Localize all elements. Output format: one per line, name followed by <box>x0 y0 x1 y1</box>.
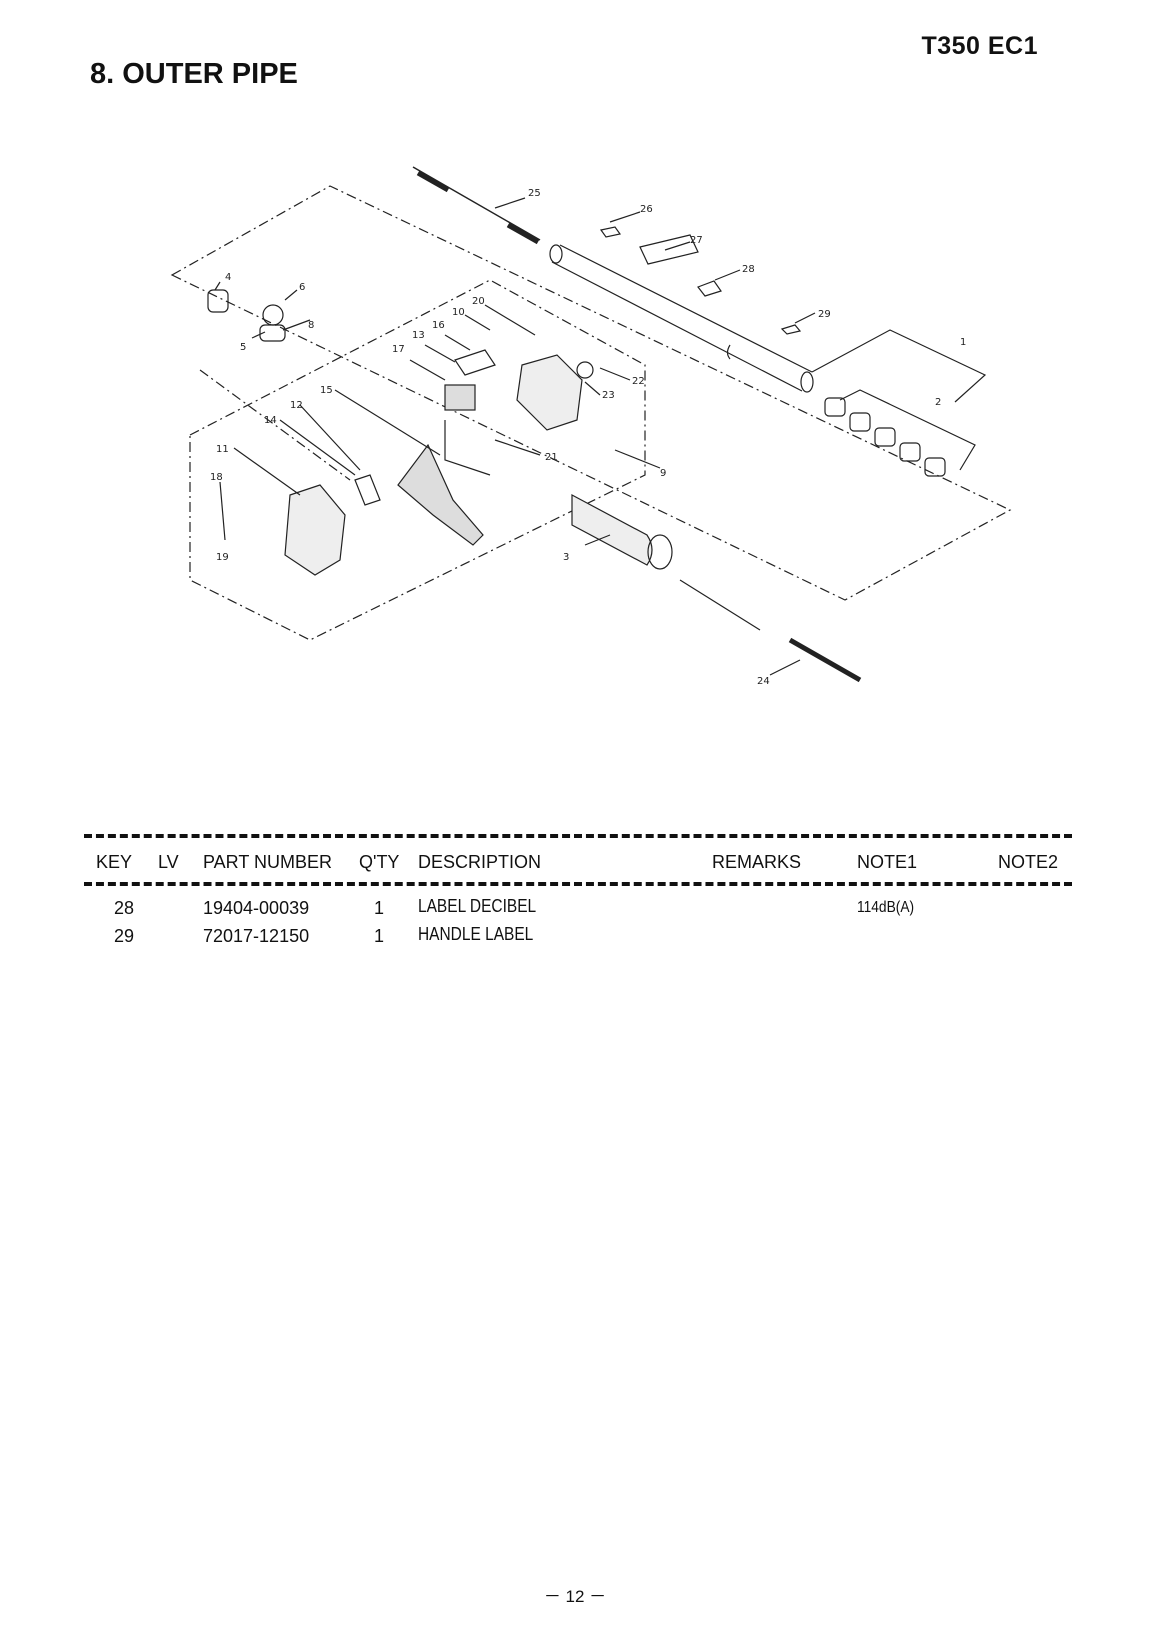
callout: 11 <box>216 444 229 455</box>
callout: 13 <box>412 330 425 341</box>
callout: 4 <box>225 272 231 283</box>
col-description: DESCRIPTION <box>418 852 542 872</box>
callout: 24 <box>757 676 770 687</box>
col-qty: Q'TY <box>359 852 400 872</box>
callout: 17 <box>392 344 405 355</box>
col-lv: LV <box>158 852 179 872</box>
callout: 5 <box>240 342 246 353</box>
callout: 9 <box>660 468 666 479</box>
cell-description: HANDLE LABEL <box>418 924 534 944</box>
frame-outer <box>170 185 1012 601</box>
callout: 10 <box>452 307 465 318</box>
diagram-callouts: 1 2 3 4 5 6 8 9 10 11 12 13 14 15 16 17 … <box>210 188 966 687</box>
callout: 19 <box>216 552 229 563</box>
col-remarks: REMARKS <box>712 852 802 872</box>
table-header-rule <box>84 882 1072 886</box>
callout: 1 <box>960 337 966 348</box>
cell-key: 28 <box>114 898 135 918</box>
table-top-rule <box>84 834 1072 838</box>
col-note2: NOTE2 <box>998 852 1059 872</box>
callout: 2 <box>935 397 941 408</box>
callout: 3 <box>563 552 569 563</box>
callout: 26 <box>640 204 653 215</box>
col-key: KEY <box>96 852 133 872</box>
callout: 6 <box>299 282 305 293</box>
page-number: － 12 － <box>543 1587 607 1606</box>
cell-key: 29 <box>114 926 135 946</box>
section-title: 8. OUTER PIPE <box>90 58 298 90</box>
cell-description: LABEL DECIBEL <box>418 896 537 916</box>
callout: 25 <box>528 188 541 199</box>
callout: 27 <box>690 235 703 246</box>
callout: 12 <box>290 400 303 411</box>
callout: 23 <box>602 390 615 401</box>
cell-note1: 114dB(A) <box>857 899 915 916</box>
col-part-number: PART NUMBER <box>203 852 333 872</box>
callout: 16 <box>432 320 445 331</box>
col-note1: NOTE1 <box>857 852 918 872</box>
callout: 28 <box>742 264 755 275</box>
callout: 22 <box>632 376 645 387</box>
callout: 15 <box>320 385 333 396</box>
callout: 20 <box>472 296 485 307</box>
cell-part-number: 19404-00039 <box>203 898 310 918</box>
cell-part-number: 72017-12150 <box>203 926 310 946</box>
cell-qty: 1 <box>374 898 385 918</box>
callout: 8 <box>308 320 314 331</box>
callout: 29 <box>818 309 831 320</box>
model-code: T350 EC1 <box>921 32 1038 60</box>
callout: 18 <box>210 472 223 483</box>
frame-handle <box>189 279 646 641</box>
cell-qty: 1 <box>374 926 385 946</box>
exploded-parts-diagram: 1 2 3 4 5 6 8 9 10 11 12 13 14 15 16 17 … <box>170 166 1012 687</box>
callout: 21 <box>545 452 558 463</box>
callout: 14 <box>264 415 277 426</box>
